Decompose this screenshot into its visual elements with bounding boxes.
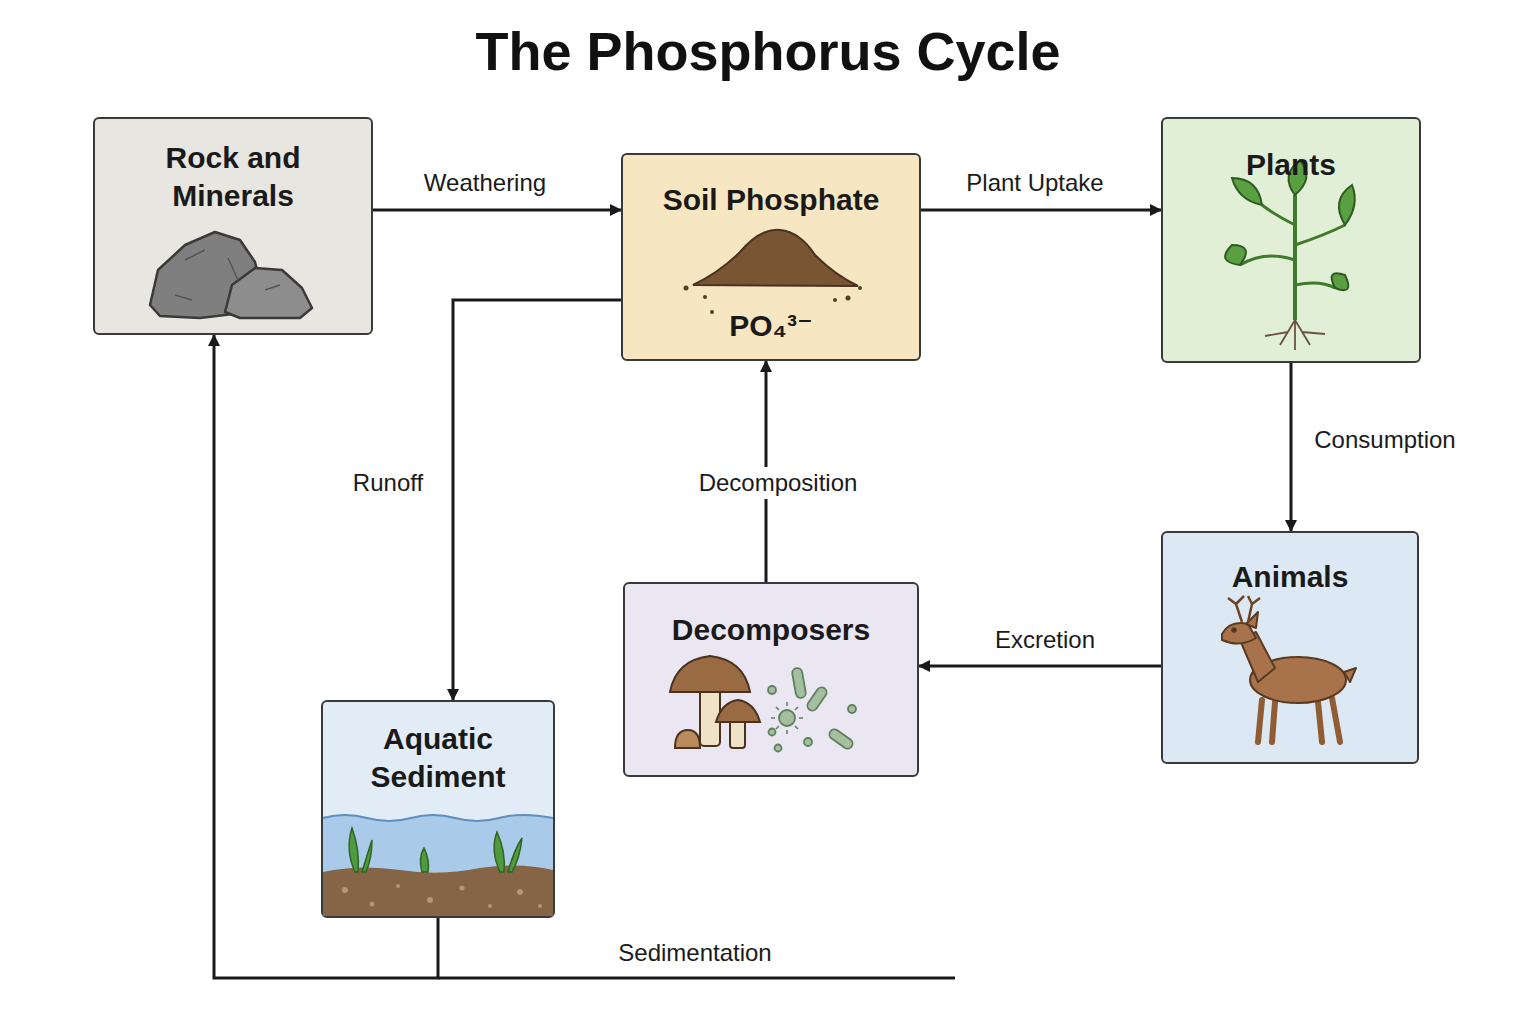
flow-arrow (373, 209, 621, 212)
process-box: Decomposers (623, 582, 919, 777)
process-box: Animals (1161, 531, 1419, 764)
box-title: Rock and Minerals (126, 139, 341, 216)
flow-arrow (921, 209, 1161, 212)
flow-arrow (453, 300, 621, 700)
process-box: Soil PhosphatePO₄³⁻ (621, 153, 921, 361)
box-title: Plants (1246, 146, 1336, 184)
process-box: Aquatic Sediment (321, 700, 555, 918)
box-title: Soil Phosphate (663, 181, 880, 219)
aquatic-illustration (323, 815, 553, 916)
process-label: Excretion (989, 624, 1101, 656)
box-title: Animals (1232, 558, 1349, 596)
process-label: Sedimentation (612, 937, 777, 969)
rock-illustration (150, 232, 312, 318)
sedimentation-line-extension (438, 977, 955, 980)
process-box: Rock and Minerals (93, 117, 373, 335)
deer-illustration (1222, 596, 1356, 742)
process-label: Decomposition (693, 467, 864, 499)
soil-illustration (684, 230, 863, 314)
process-label: Plant Uptake (960, 167, 1109, 199)
decomposer-illustration (670, 656, 856, 752)
flow-arrow (1290, 363, 1293, 531)
process-box: Plants (1161, 117, 1421, 363)
process-label: Consumption (1308, 424, 1461, 456)
chemical-formula: PO₄³⁻ (729, 307, 812, 345)
process-label: Runoff (347, 467, 429, 499)
box-title: Decomposers (672, 611, 870, 649)
plant-illustration (1225, 160, 1355, 350)
process-label: Weathering (418, 167, 552, 199)
box-title: Aquatic Sediment (343, 720, 533, 797)
diagram-title: The Phosphorus Cycle (0, 20, 1536, 82)
flow-arrow (919, 665, 1161, 668)
